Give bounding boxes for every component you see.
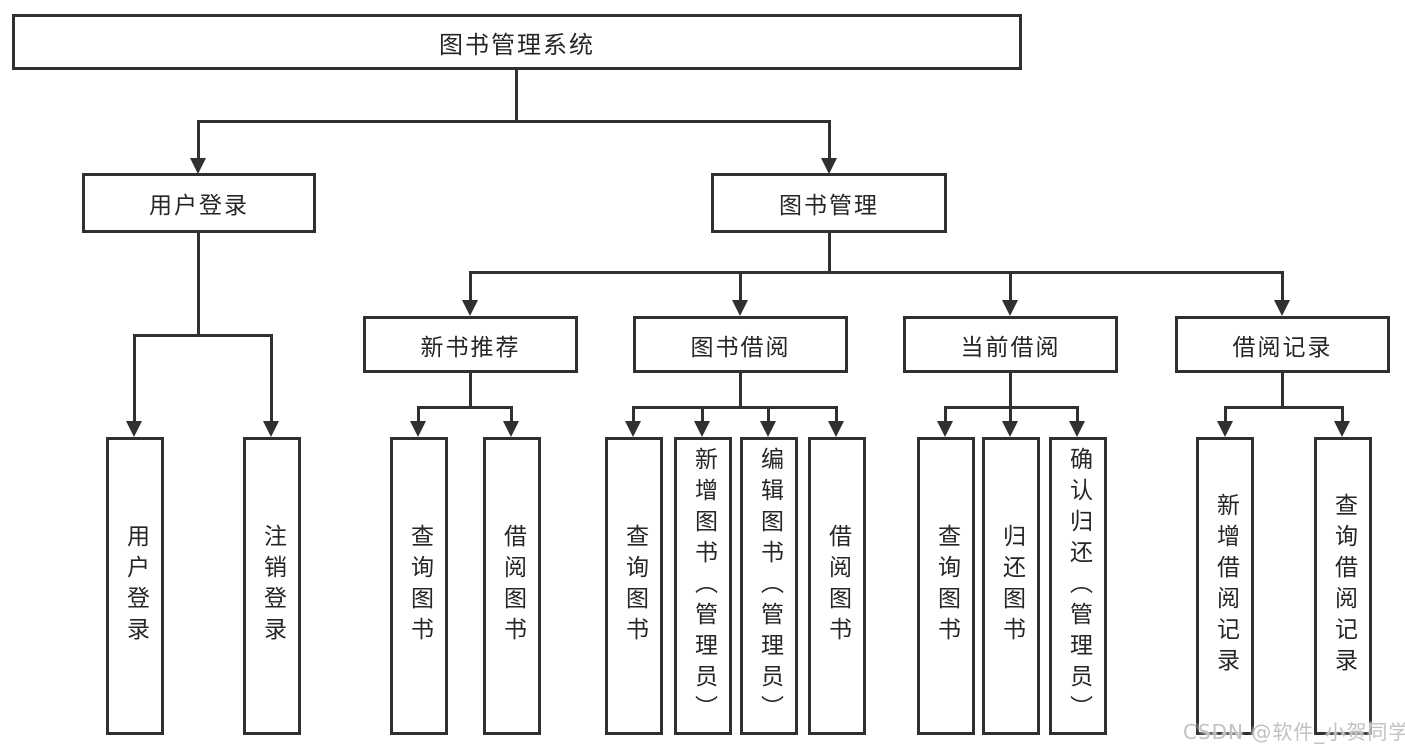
node-label: 查询图书: [933, 524, 960, 648]
arrow-down-icon: [1274, 300, 1290, 316]
node-label: 图书管理: [779, 193, 879, 219]
leaf-confirm-return-admin: 确认归还（管理员）: [1049, 437, 1107, 735]
connector-vline: [739, 373, 742, 408]
arrow-down-icon: [190, 158, 206, 174]
leaf-add-books-admin: 新增图书（管理员）: [674, 437, 732, 735]
leaf-query-borrow-record: 查询借阅记录: [1314, 437, 1372, 735]
connector-vline: [1281, 271, 1284, 301]
arrow-down-icon: [410, 421, 426, 437]
connector-hline: [632, 406, 838, 409]
leaf-user-login: 用户登录: [106, 437, 164, 735]
node-borrowing-records: 借阅记录: [1175, 316, 1390, 373]
node-new-book-recommendation: 新书推荐: [363, 316, 578, 373]
arrow-down-icon: [732, 300, 748, 316]
connector-vline: [1009, 373, 1012, 408]
arrow-down-icon: [503, 421, 519, 437]
leaf-logout: 注销登录: [243, 437, 301, 735]
connector-hline: [133, 334, 273, 337]
node-label: 用户登录: [122, 524, 149, 648]
arrow-down-icon: [1217, 421, 1233, 437]
node-label: 图书管理系统: [439, 30, 595, 59]
node-current-borrowing: 当前借阅: [903, 316, 1118, 373]
connector-hline: [1224, 406, 1344, 409]
arrow-down-icon: [828, 421, 844, 437]
node-user-login: 用户登录: [82, 173, 316, 233]
node-label: 确认归还（管理员）: [1065, 446, 1092, 726]
connector-vline: [835, 406, 838, 423]
connector-vline: [632, 406, 635, 423]
node-label: 注销登录: [259, 524, 286, 648]
leaf-borrow-books: 借阅图书: [808, 437, 866, 735]
arrow-down-icon: [1069, 421, 1085, 437]
node-label: 用户登录: [149, 193, 249, 219]
connector-vline: [197, 233, 200, 337]
node-label: 图书借阅: [690, 334, 791, 361]
connector-vline: [515, 70, 518, 122]
arrow-down-icon: [760, 421, 776, 437]
node-label: 编辑图书（管理员）: [756, 446, 783, 726]
leaf-query-books-recommend: 查询图书: [390, 437, 448, 735]
arrow-down-icon: [1002, 421, 1018, 437]
node-label: 当前借阅: [960, 334, 1061, 361]
leaf-borrow-books-recommend: 借阅图书: [483, 437, 541, 735]
arrow-down-icon: [1334, 421, 1350, 437]
connector-vline: [828, 233, 831, 273]
node-label: 借阅图书: [824, 524, 851, 648]
connector-vline: [510, 406, 513, 423]
connector-vline: [767, 406, 770, 423]
connector-vline: [197, 120, 200, 160]
node-label: 借阅图书: [499, 524, 526, 648]
arrow-down-icon: [821, 158, 837, 174]
arrow-down-icon: [462, 300, 478, 316]
connector-vline: [1009, 271, 1012, 301]
arrow-down-icon: [625, 421, 641, 437]
arrow-down-icon: [1002, 300, 1018, 316]
connector-vline: [270, 334, 273, 423]
connector-vline: [701, 406, 704, 423]
csdn-watermark: CSDN @软件_小贺同学: [1183, 720, 1405, 744]
connector-vline: [944, 406, 947, 423]
node-label: 查询图书: [621, 524, 648, 648]
node-label: 新增图书（管理员）: [690, 446, 717, 726]
node-label: 新书推荐: [420, 334, 521, 361]
connector-vline: [133, 334, 136, 423]
connector-vline: [1341, 406, 1344, 423]
connector-hline: [197, 120, 831, 123]
node-label: 借阅记录: [1232, 334, 1333, 361]
connector-vline: [417, 406, 420, 423]
leaf-add-borrow-record: 新增借阅记录: [1196, 437, 1254, 735]
arrow-down-icon: [126, 421, 142, 437]
leaf-query-books-current: 查询图书: [917, 437, 975, 735]
arrow-down-icon: [694, 421, 710, 437]
leaf-query-books-borrow: 查询图书: [605, 437, 663, 735]
leaf-edit-books-admin: 编辑图书（管理员）: [740, 437, 798, 735]
connector-vline: [469, 373, 472, 408]
node-book-management: 图书管理: [711, 173, 947, 233]
node-book-borrowing: 图书借阅: [633, 316, 848, 373]
node-label: 新增借阅记录: [1212, 493, 1239, 679]
connector-vline: [469, 271, 472, 301]
node-label: 查询借阅记录: [1330, 493, 1357, 679]
arrow-down-icon: [263, 421, 279, 437]
connector-vline: [739, 271, 742, 301]
connector-vline: [1224, 406, 1227, 423]
connector-hline: [469, 271, 1283, 274]
connector-vline: [1281, 373, 1284, 408]
arrow-down-icon: [937, 421, 953, 437]
leaf-return-books: 归还图书: [982, 437, 1040, 735]
connector-vline: [1076, 406, 1079, 423]
node-library-system: 图书管理系统: [12, 14, 1022, 70]
connector-hline: [417, 406, 513, 409]
connector-vline: [1009, 406, 1012, 423]
node-label: 归还图书: [998, 524, 1025, 648]
node-label: 查询图书: [406, 524, 433, 648]
connector-vline: [828, 120, 831, 160]
